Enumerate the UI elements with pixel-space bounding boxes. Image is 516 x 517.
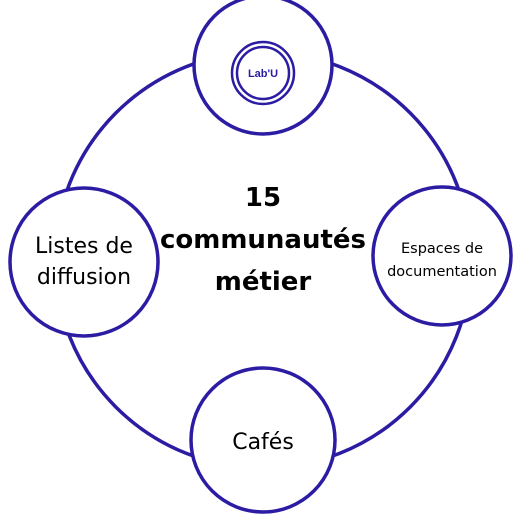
center-title-line3: métier <box>215 267 312 297</box>
node-listes-de-diffusion-line2: diffusion <box>37 265 131 290</box>
node-espaces-de-documentation: Espaces de documentation <box>371 185 513 327</box>
lab-u-logo-inner-ring <box>235 45 291 101</box>
node-espaces-de-documentation-circle <box>371 185 513 327</box>
node-cafes: Cafés <box>189 366 337 514</box>
node-listes-de-diffusion: Listes de diffusion <box>8 186 160 338</box>
node-listes-de-diffusion-circle <box>8 186 160 338</box>
center-title: 15 communautés métier <box>160 183 366 297</box>
center-title-line1: 15 <box>245 183 281 213</box>
node-listes-de-diffusion-line1: Listes de <box>35 234 133 259</box>
node-espaces-de-documentation-line1: Espaces de <box>401 241 483 257</box>
lab-u-logo-icon: Lab'U <box>230 40 296 106</box>
node-espaces-de-documentation-line2: documentation <box>387 264 497 280</box>
lab-u-logo-text: Lab'U <box>248 68 278 80</box>
center-title-line2: communautés <box>160 225 366 255</box>
node-cafes-label: Cafés <box>232 430 294 455</box>
node-lab-u: Lab'U <box>192 0 334 136</box>
node-cafes-circle <box>189 366 337 514</box>
